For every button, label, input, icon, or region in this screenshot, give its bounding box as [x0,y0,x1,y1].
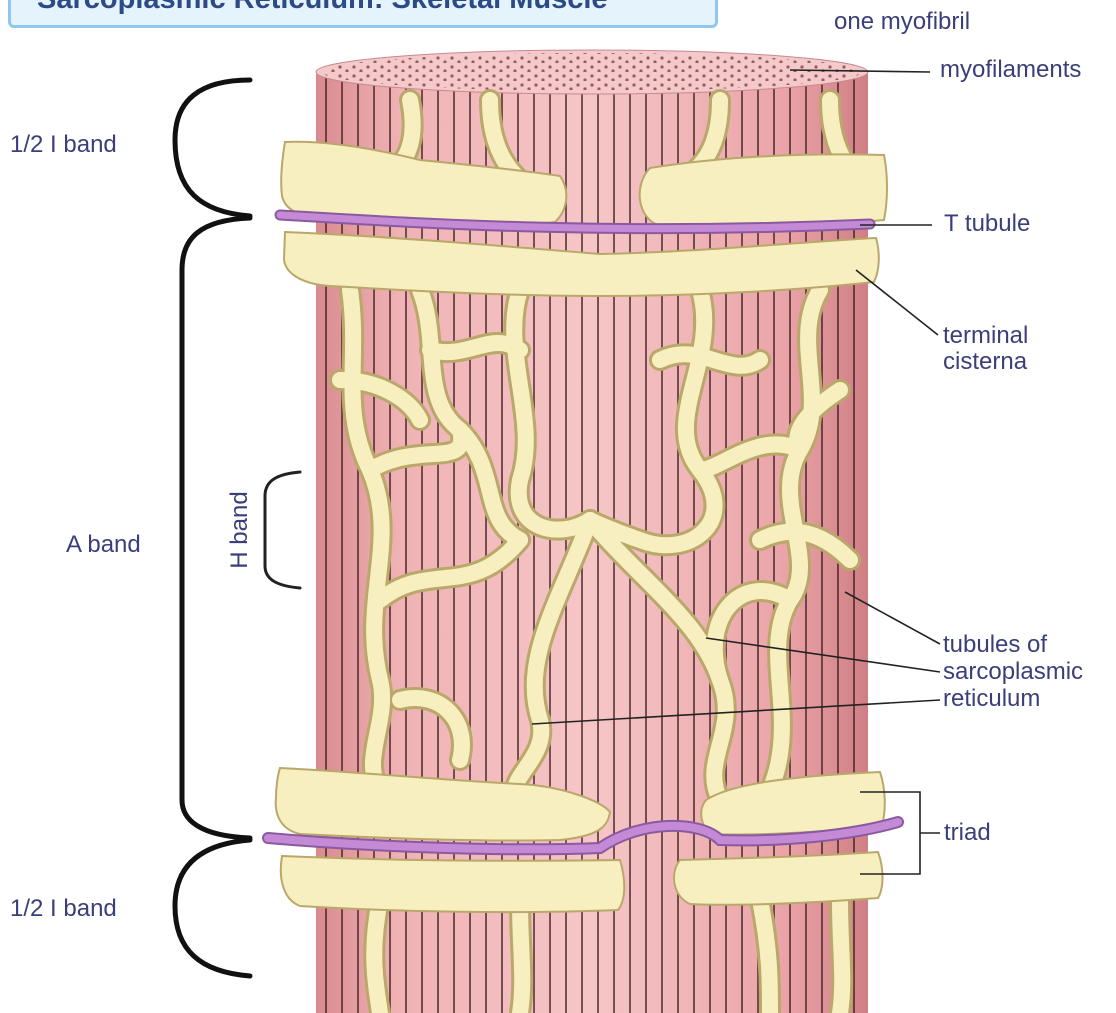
title-box: Sarcoplasmic Reticulum: Skeletal Muscle [8,0,718,28]
label-tubules-line3: reticulum [943,685,1040,712]
label-myofilaments: myofilaments [940,56,1081,83]
label-t-tubule: T tubule [944,210,1030,237]
label-h-band: H band [226,491,254,568]
label-terminal-cisterna-line1: terminal [943,322,1028,349]
brace-h-band [265,472,300,588]
label-tubules-line2: sarcoplasmic [943,658,1083,685]
diagram-title: Sarcoplasmic Reticulum: Skeletal Muscle [37,0,608,16]
label-terminal-cisterna-line2: cisterna [943,348,1027,375]
label-half-i-band-bottom: 1/2 I band [10,895,117,922]
label-a-band: A band [66,531,141,558]
brace-half-i-band-top [175,80,250,216]
label-one-myofibril: one myofibril [834,8,970,35]
label-triad: triad [944,819,991,846]
brace-half-i-band-bottom [175,840,250,976]
label-tubules-line1: tubules of [943,631,1047,658]
leader-terminal-cisterna [856,270,938,335]
label-half-i-band-top: 1/2 I band [10,131,117,158]
